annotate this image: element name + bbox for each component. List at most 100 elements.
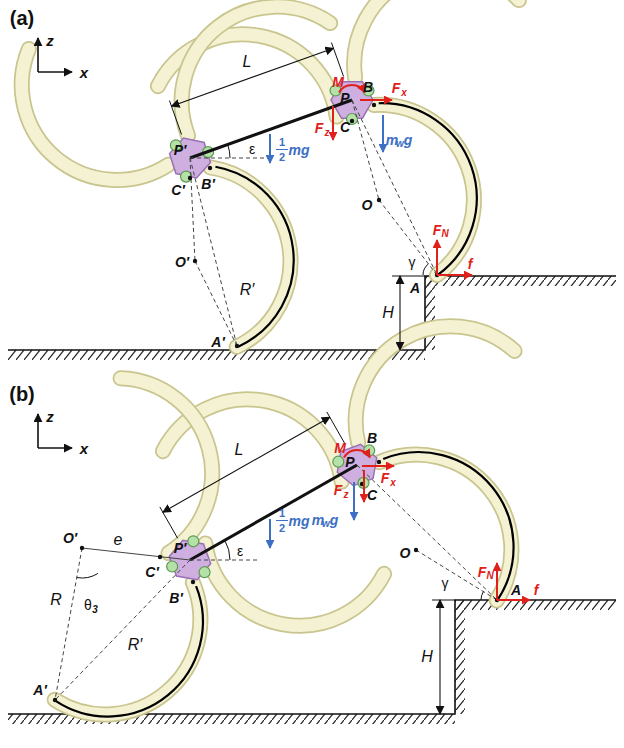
point-dot [235, 344, 239, 348]
force-label: F [381, 471, 390, 485]
axis-label: z [46, 33, 54, 48]
angle-label: θ [84, 598, 92, 612]
wheel-leg [210, 167, 290, 346]
construction-line [352, 100, 379, 200]
forces [53, 85, 530, 702]
dimension-label: e [114, 532, 123, 548]
wheel-leg [205, 543, 384, 625]
gravity-label: g [330, 513, 339, 527]
contact-leg-outline [215, 167, 293, 347]
point-dot [193, 259, 197, 263]
ground-hatching [8, 350, 425, 360]
point-label: C′ [171, 183, 184, 197]
extension-line [392, 276, 425, 277]
panel-label: (a) [10, 8, 34, 28]
force-label: F [334, 483, 343, 497]
point-label: A′ [33, 683, 46, 697]
gravity-arrow [269, 519, 271, 548]
gravity-label: g [404, 133, 413, 147]
point-dot [158, 555, 162, 559]
fraction-digit: 2 [279, 152, 285, 163]
point-label: C′ [145, 565, 158, 579]
dimension-line [399, 276, 400, 350]
construction-line [352, 100, 437, 275]
gravity-arrow [269, 134, 271, 163]
wheel-leg [354, 0, 519, 78]
force-arrow [332, 106, 334, 140]
force-arrow [363, 470, 365, 502]
construction-line [55, 560, 190, 700]
point-label: A [511, 583, 521, 597]
dimension-line [171, 48, 333, 106]
force-label: f [534, 583, 539, 597]
force-arrow [360, 99, 392, 101]
dimension-label: R′ [128, 637, 143, 653]
point-dot [188, 176, 192, 180]
axis-label: x [80, 65, 88, 80]
wheel-leg [356, 326, 515, 442]
angle-arc [77, 573, 98, 578]
force-subscript: x [401, 88, 407, 98]
hub-bolt [199, 567, 210, 578]
ground-line [8, 276, 616, 350]
angle-label: γ [409, 255, 416, 269]
point-label: C [367, 488, 377, 502]
wheel-leg [55, 582, 201, 714]
point-dot [377, 198, 381, 202]
force-subscript: x [390, 478, 396, 488]
angle-arc [225, 540, 230, 560]
point-label: P [340, 91, 349, 105]
wheel-leg [22, 49, 169, 180]
angle-label: ε [249, 142, 255, 156]
point-label: O [362, 198, 373, 212]
point-dot [208, 166, 212, 170]
point-label: B [363, 80, 373, 94]
point-dot [377, 460, 381, 464]
gravity-arrow [353, 482, 355, 520]
dimension-line [163, 417, 330, 512]
dimension-label: R [50, 592, 62, 608]
force-label: f [468, 257, 473, 271]
force-label: F [478, 565, 487, 579]
ground [8, 276, 616, 724]
dimension-label: L [235, 442, 244, 458]
wheel-leg [354, 0, 519, 78]
point-label: O′ [63, 531, 77, 545]
ground-hatching [455, 600, 465, 714]
force-subscript: N [441, 229, 448, 239]
point-label: B′ [201, 177, 214, 191]
gravity-subscript: w [322, 519, 330, 529]
body-link [190, 465, 357, 560]
point-label: P [345, 455, 354, 469]
extension-line [327, 412, 345, 443]
point-dot [80, 546, 84, 550]
angle-arc [423, 264, 428, 275]
point-dot [414, 548, 418, 552]
extension-line [169, 101, 181, 135]
dimension-label: H [382, 305, 394, 321]
fraction-bar [276, 520, 288, 521]
point-label: P′ [174, 143, 187, 157]
point-label: O [400, 546, 411, 560]
gravity-label: mg [289, 143, 310, 157]
panel-label: (b) [9, 384, 35, 404]
fraction-digit: 1 [279, 137, 285, 148]
force-subscript: z [325, 128, 330, 138]
construction-line [379, 200, 437, 275]
construction-line [416, 550, 497, 600]
extension-line [160, 507, 178, 538]
force-arrow [437, 274, 472, 276]
force-label: F [392, 81, 401, 95]
angle-arc [228, 145, 230, 158]
contact-leg-outline [379, 103, 477, 274]
force-subscript: N [486, 571, 493, 581]
ground-hatching [425, 276, 616, 286]
point-label: B [367, 431, 377, 445]
force-arrow [497, 599, 530, 601]
fraction-digit: 2 [279, 523, 285, 534]
wheel-leg [356, 326, 515, 442]
extension-line [331, 43, 343, 77]
wheel-leg [374, 105, 474, 275]
